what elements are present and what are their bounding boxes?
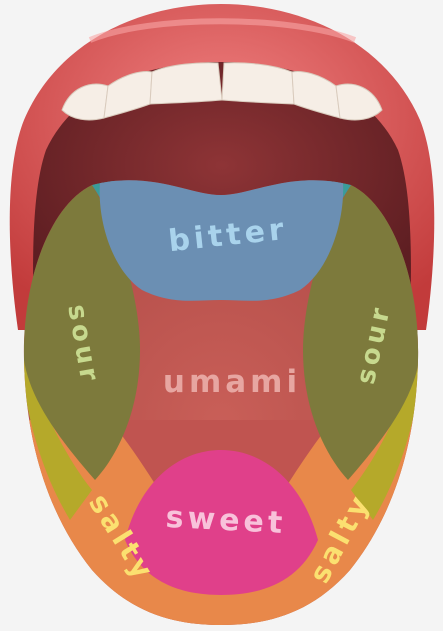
label-sweet: sweet <box>165 500 287 541</box>
label-umami: umami <box>163 364 301 400</box>
